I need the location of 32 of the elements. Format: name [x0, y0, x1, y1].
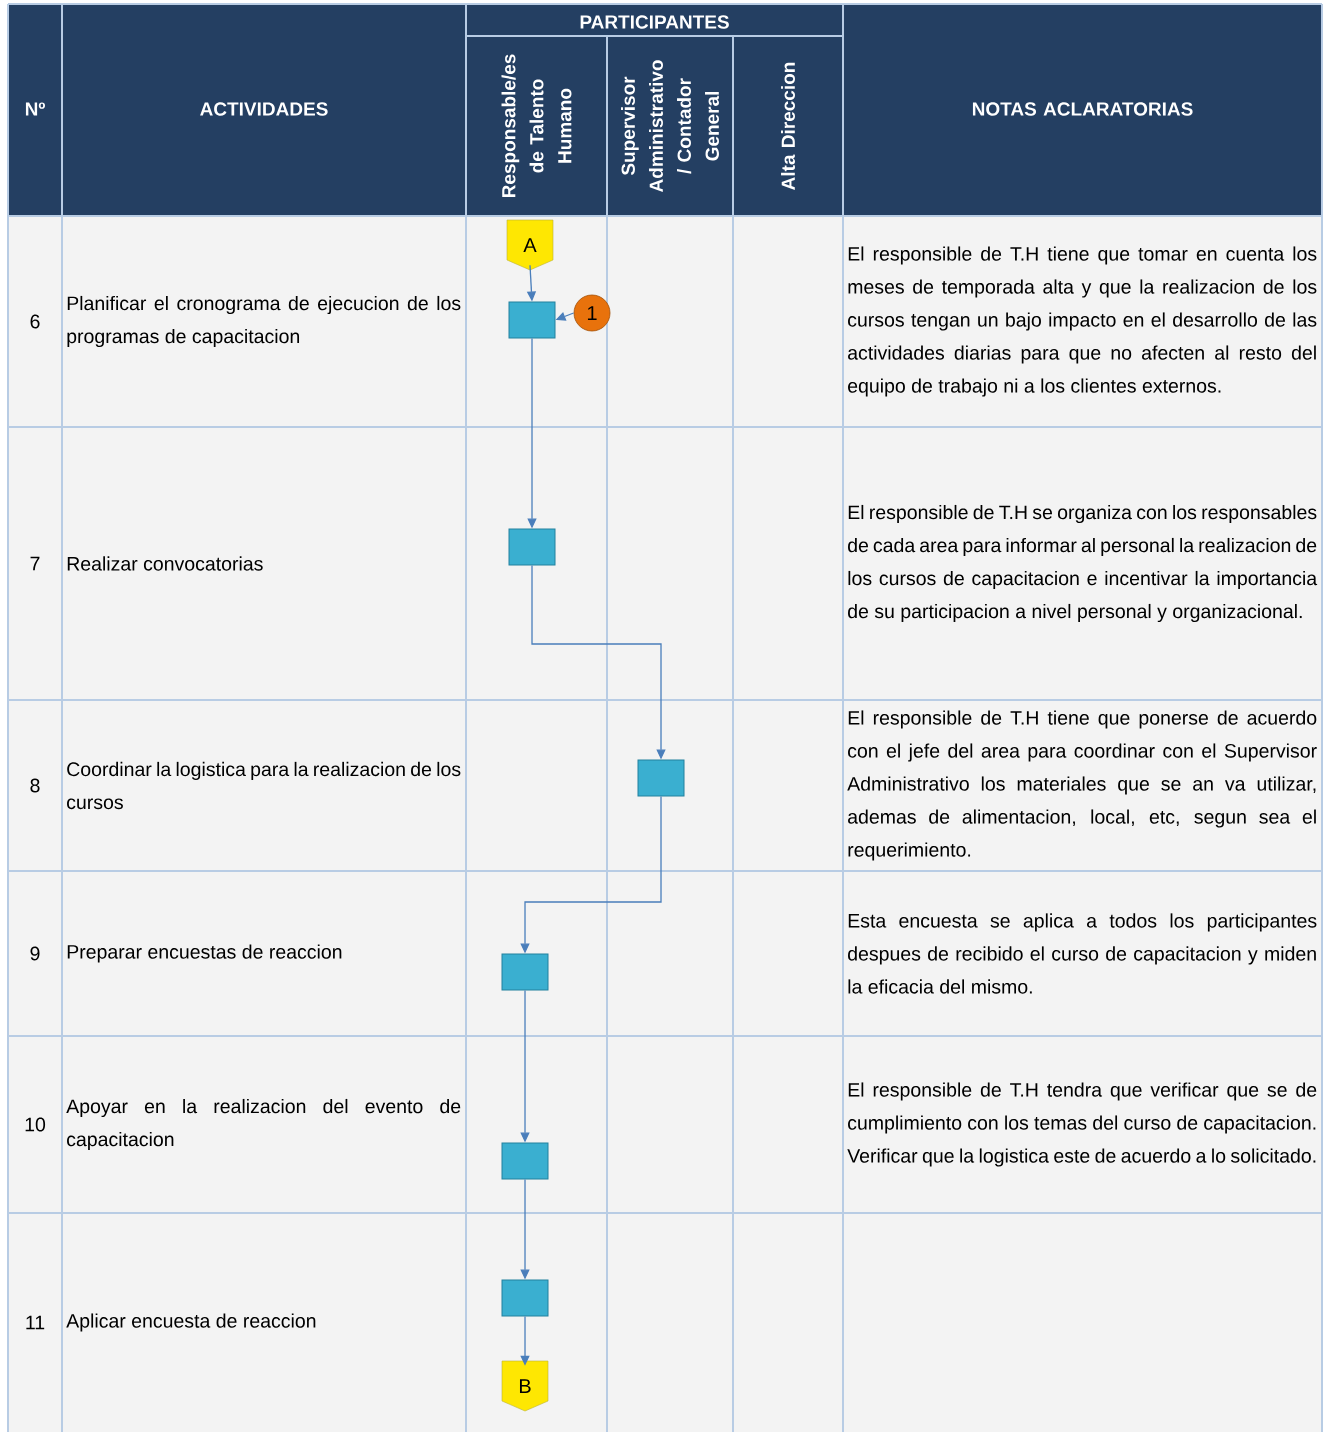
process-box	[501, 953, 549, 991]
process-box	[637, 759, 685, 797]
row-number: 10	[25, 1117, 46, 1132]
activity-text: Preparar encuestas de reaccion	[67, 944, 342, 963]
column-header: ACTIVIDADES	[200, 102, 328, 116]
row-number: 8	[30, 778, 40, 793]
note-text: Esta encuesta se aplica a todos los participantes despues de recibido el curso de capacitacion y miden la eficacia del mismo.	[848, 913, 1317, 994]
activity-text: Planificar el cronograma de ejecucion de los programas de capacitacion	[67, 295, 461, 348]
activity-text: Realizar convocatorias	[67, 556, 263, 571]
column-header: Nº	[25, 102, 45, 116]
activity-text: Coordinar la logistica para la realizacion de los cursos	[67, 761, 461, 810]
activity-text: Aplicar encuesta de reaccion	[66, 1313, 316, 1332]
process-box	[501, 1279, 549, 1317]
process-box	[501, 1142, 549, 1180]
column-header: Responsable/es de Talento Humano	[501, 54, 572, 198]
column-header: PARTICIPANTES	[580, 15, 729, 29]
column-header: NOTAS ACLARATORIAS	[972, 102, 1193, 116]
note-text: El responsible de T.H se organiza con los responsables de cada area para informar al personal la realizacion de los cursos de capacitacion e incentivar la importancia de su participacion a nivel personal y organizacional.	[848, 504, 1318, 623]
column-header: Alta Direccion	[781, 62, 795, 190]
note-text: El responsible de T.H tiene que ponerse de acuerdo con el jefe del area para coordinar con el Supervisor Administrativo los materiales que se an va utilizar, ademas de alimentacion, local, etc, segun sea el requerimiento.	[847, 710, 1317, 861]
column-header: Supervisor Administrativo / Contador General	[621, 60, 719, 193]
activity-text: Apoyar en la realizacion del evento de capacitacion	[66, 1098, 461, 1151]
row-number: 11	[26, 1315, 45, 1330]
process-box	[508, 528, 556, 566]
row-number: 6	[30, 314, 40, 329]
process-box	[508, 301, 556, 339]
off-page-connector: A	[506, 219, 554, 271]
row-number: 9	[30, 946, 40, 961]
row-number: 7	[30, 556, 40, 571]
note-text: El responsible de T.H tendra que verificar que se de cumplimiento con los temas del curso de capacitacion. Verificar que la logistica este de acuerdo a lo solicitado.	[847, 1082, 1317, 1167]
off-page-connector: B	[501, 1360, 549, 1412]
note-text: El responsible de T.H tiene que tomar en cuenta los meses de temporada alta y que la realizacion de los cursos tengan un bajo impacto en el desarrollo de las actividades diarias para que no afecten al resto del equipo de trabajo ni a los clientes externos.	[848, 246, 1317, 397]
